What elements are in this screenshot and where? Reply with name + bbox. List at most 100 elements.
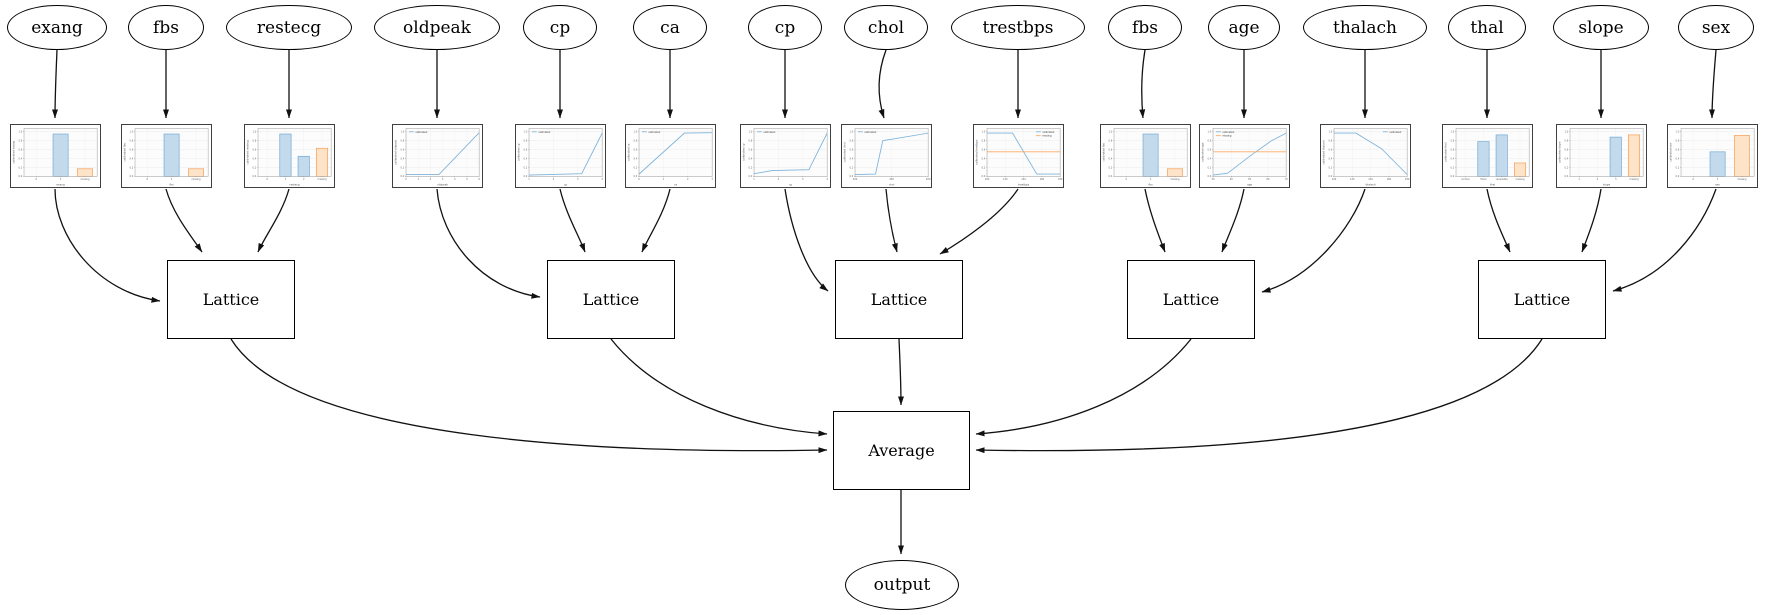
svg-text:1.0: 1.0 bbox=[129, 131, 133, 134]
svg-text:1: 1 bbox=[1578, 178, 1580, 181]
svg-text:0.4: 0.4 bbox=[523, 157, 527, 160]
svg-text:5: 5 bbox=[466, 178, 468, 181]
svg-text:1: 1 bbox=[663, 178, 665, 181]
svg-text:0.0: 0.0 bbox=[252, 175, 256, 178]
edge-chart-lattice2-a bbox=[436, 188, 541, 299]
feature-node-age: age bbox=[1208, 5, 1280, 50]
svg-text:3: 3 bbox=[1615, 178, 1617, 181]
svg-text:0.4: 0.4 bbox=[1564, 157, 1568, 160]
svg-text:0.2: 0.2 bbox=[1675, 166, 1679, 169]
svg-text:4: 4 bbox=[826, 178, 828, 181]
svg-text:calibrated: calibrated bbox=[1222, 131, 1235, 134]
svg-text:0.8: 0.8 bbox=[1450, 140, 1454, 143]
svg-text:missing: missing bbox=[1515, 178, 1525, 181]
svg-text:0.4: 0.4 bbox=[129, 157, 133, 160]
svg-text:4: 4 bbox=[601, 178, 603, 181]
svg-text:0.2: 0.2 bbox=[252, 166, 256, 169]
lattice-label: Lattice bbox=[202, 290, 260, 309]
svg-text:reversible: reversible bbox=[1496, 178, 1508, 181]
svg-text:0.8: 0.8 bbox=[1564, 140, 1568, 143]
svg-text:calibrated: calibrated bbox=[538, 131, 551, 134]
svg-text:0.6: 0.6 bbox=[748, 148, 752, 151]
svg-text:calibrated age: calibrated age bbox=[1201, 142, 1205, 162]
output-node: output bbox=[845, 560, 959, 610]
svg-text:calibrated thal: calibrated thal bbox=[1444, 142, 1448, 162]
svg-text:calibrated trestbps: calibrated trestbps bbox=[975, 139, 979, 165]
svg-text:0.6: 0.6 bbox=[633, 148, 637, 151]
feature-label: thalach bbox=[1333, 17, 1397, 38]
feature-label: fbs bbox=[1132, 17, 1158, 38]
svg-text:calibrated: calibrated bbox=[1389, 131, 1402, 134]
lattice-label: Lattice bbox=[1513, 290, 1571, 309]
feature-label: sex bbox=[1701, 17, 1731, 38]
svg-text:2: 2 bbox=[687, 178, 689, 181]
edge-chart-lattice4-a bbox=[1144, 188, 1166, 253]
svg-text:calibrated slope: calibrated slope bbox=[1558, 141, 1562, 163]
svg-text:0.2: 0.2 bbox=[1328, 166, 1332, 169]
svg-text:3: 3 bbox=[802, 178, 804, 181]
lattice-node-2: Lattice bbox=[547, 260, 675, 339]
svg-text:fbs: fbs bbox=[1149, 183, 1154, 187]
svg-text:0.2: 0.2 bbox=[748, 166, 752, 169]
svg-text:0.2: 0.2 bbox=[981, 166, 985, 169]
svg-text:400: 400 bbox=[926, 178, 931, 181]
feature-label: oldpeak bbox=[403, 17, 471, 38]
svg-text:60: 60 bbox=[1266, 178, 1270, 181]
svg-text:180: 180 bbox=[1405, 178, 1410, 181]
lattice-label: Lattice bbox=[582, 290, 640, 309]
svg-text:calibrated thalach: calibrated thalach bbox=[1322, 140, 1326, 165]
svg-text:1.0: 1.0 bbox=[18, 131, 22, 134]
svg-text:fixed: fixed bbox=[1481, 178, 1487, 181]
svg-text:70: 70 bbox=[1285, 178, 1289, 181]
edge-sex-chart bbox=[1709, 49, 1717, 119]
svg-text:0.2: 0.2 bbox=[633, 166, 637, 169]
edge-chart-lattice5-b bbox=[1581, 188, 1602, 253]
feature-node-oldpeak: oldpeak bbox=[374, 5, 500, 50]
feature-node-cp-2: cp bbox=[748, 5, 822, 50]
svg-text:calibrated sex: calibrated sex bbox=[1669, 142, 1673, 161]
svg-text:0: 0 bbox=[1692, 178, 1694, 181]
feature-label: chol bbox=[867, 17, 905, 38]
svg-text:140: 140 bbox=[1021, 178, 1026, 181]
svg-text:100: 100 bbox=[1332, 178, 1337, 181]
svg-text:calibrated fbs: calibrated fbs bbox=[1102, 143, 1106, 162]
svg-text:4: 4 bbox=[454, 178, 456, 181]
svg-text:0.2: 0.2 bbox=[1564, 166, 1568, 169]
feature-node-ca: ca bbox=[633, 5, 707, 50]
lattice-node-4: Lattice bbox=[1127, 260, 1255, 339]
svg-text:0.2: 0.2 bbox=[129, 166, 133, 169]
svg-text:0.4: 0.4 bbox=[849, 157, 853, 160]
output-label: output bbox=[873, 575, 931, 595]
svg-text:0.0: 0.0 bbox=[1108, 175, 1112, 178]
svg-text:0.0: 0.0 bbox=[18, 175, 22, 178]
svg-text:1.0: 1.0 bbox=[400, 131, 404, 134]
svg-text:2: 2 bbox=[778, 178, 780, 181]
svg-text:0.0: 0.0 bbox=[523, 175, 527, 178]
edge-chart-lattice3-b bbox=[885, 188, 898, 253]
svg-text:0.0: 0.0 bbox=[849, 175, 853, 178]
average-label: Average bbox=[868, 441, 935, 460]
svg-text:1.0: 1.0 bbox=[748, 131, 752, 134]
svg-text:1.0: 1.0 bbox=[633, 131, 637, 134]
svg-text:0.0: 0.0 bbox=[1564, 175, 1568, 178]
svg-text:1: 1 bbox=[753, 178, 755, 181]
edge-chart-lattice3-c bbox=[939, 188, 1019, 255]
svg-text:calibrated: calibrated bbox=[415, 131, 428, 134]
svg-text:0.6: 0.6 bbox=[1450, 148, 1454, 151]
svg-text:0.8: 0.8 bbox=[748, 140, 752, 143]
svg-text:3: 3 bbox=[442, 178, 444, 181]
svg-text:0: 0 bbox=[638, 178, 640, 181]
feature-node-sex: sex bbox=[1678, 5, 1754, 50]
svg-text:0.8: 0.8 bbox=[1675, 140, 1679, 143]
svg-text:0.8: 0.8 bbox=[18, 140, 22, 143]
svg-text:calibrated cp: calibrated cp bbox=[742, 143, 746, 161]
feature-node-slope: slope bbox=[1553, 5, 1649, 50]
svg-text:3: 3 bbox=[711, 178, 713, 181]
